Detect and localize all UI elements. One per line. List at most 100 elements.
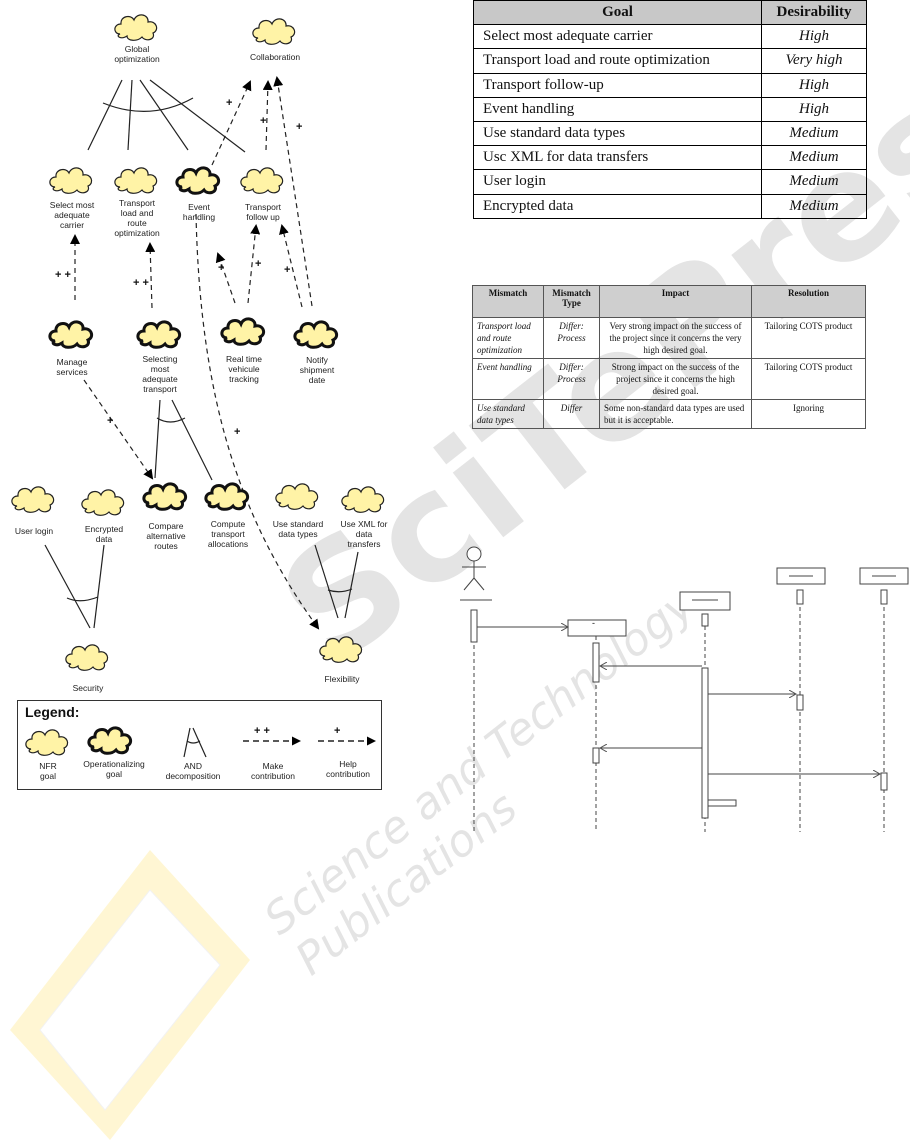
- watermark-emblem: [10, 850, 250, 1140]
- table-row: Event handling Differ: Process Strong im…: [472, 358, 866, 400]
- softgoal-clouds: [11, 14, 385, 671]
- desirability-cell: Medium: [761, 169, 867, 195]
- desirability-cell: High: [761, 72, 867, 98]
- goal-cell: Transport load and route optimization: [473, 48, 762, 74]
- mismatch-type-header: Mismatch Type: [543, 285, 600, 318]
- label-global-optimization: Global optimization: [114, 44, 160, 64]
- goal-desirability-table: Goal Desirability Select most adequate c…: [473, 0, 867, 219]
- goal-cell: Event handling: [473, 96, 762, 122]
- desirability-header: Desirability: [761, 0, 867, 26]
- goal-header: Goal: [473, 0, 762, 26]
- contribution-help-6: +: [284, 264, 291, 276]
- mismatch-cell: Use standard data types: [472, 399, 544, 429]
- desirability-cell: Medium: [761, 120, 867, 147]
- legend-symbols: [25, 726, 376, 758]
- contribution-help-7: +: [107, 415, 114, 427]
- goal-cell: Select most adequate carrier: [473, 24, 762, 50]
- cloud-security: [65, 644, 109, 671]
- legend-title: Legend:: [25, 704, 80, 720]
- label-select-carrier: Select most adequate carrier: [49, 200, 95, 230]
- impact-header: Impact: [599, 285, 752, 318]
- legend-make-sign: + +: [254, 725, 270, 737]
- cloud-realtime-tracking: [220, 317, 266, 346]
- resolution-cell: Ignoring: [751, 399, 866, 429]
- object-box-1: [567, 619, 627, 637]
- cloud-compute-allocations: [204, 482, 250, 511]
- cloud-manage-services: [48, 320, 94, 349]
- label-manage-services: Manage services: [56, 357, 88, 377]
- cloud-select-carrier: [49, 167, 93, 194]
- legend-nfr-icon: [25, 729, 69, 756]
- goal-cell: Transport follow-up: [473, 72, 762, 98]
- contribution-make-1: + +: [55, 269, 71, 281]
- goal-cell: Use standard data types: [473, 120, 762, 147]
- legend-operationalizing-label: Operationalizing goal: [83, 759, 145, 779]
- label-use-xml: Use XML for data transfers: [340, 519, 388, 549]
- mismatch-cell: Transport load and route optimization: [472, 317, 544, 359]
- desirability-cell: High: [761, 24, 867, 50]
- label-collaboration: Collaboration: [249, 52, 301, 62]
- resolution-header: Resolution: [751, 285, 866, 318]
- goal-cell: User login: [473, 169, 762, 195]
- cloud-flexibility: [319, 636, 363, 663]
- legend-make-label: Make contribution: [251, 761, 295, 781]
- cloud-collaboration: [252, 18, 296, 45]
- legend: Legend: + + + NFR goal Operationalizing …: [17, 700, 382, 790]
- resolution-cell: Tailoring COTS product: [751, 358, 866, 400]
- cloud-selecting-transport: [136, 320, 182, 349]
- cloud-user-login: [11, 486, 55, 513]
- cloud-transport-load: [114, 167, 158, 194]
- label-security: Security: [72, 683, 104, 693]
- mismatch-header: Mismatch: [472, 285, 544, 318]
- label-transport-load: Transport load and route optimization: [114, 198, 160, 238]
- cloud-use-standard: [275, 483, 319, 510]
- contribution-help-5: +: [255, 258, 262, 270]
- contribution-help-8: +: [234, 426, 241, 438]
- label-user-login: User login: [14, 526, 54, 536]
- label-notify-shipment: Notify shipment date: [299, 355, 335, 385]
- label-encrypted-data: Encrypted data: [84, 524, 124, 544]
- impact-cell: Strong impact on the success of the proj…: [599, 358, 752, 400]
- legend-help-label: Help contribution: [326, 759, 370, 779]
- label-compare-routes: Compare alternative routes: [146, 521, 186, 551]
- softgoal-graph-edges: [44, 76, 359, 630]
- desirability-cell: Medium: [761, 193, 867, 219]
- mismatch-type-cell: Differ: Process: [543, 358, 600, 400]
- cloud-notify-shipment: [293, 320, 339, 349]
- mismatch-type-cell: Differ: Process: [543, 317, 600, 359]
- desirability-cell: Medium: [761, 145, 867, 171]
- label-use-standard: Use standard data types: [272, 519, 324, 539]
- contribution-help-3: +: [296, 121, 303, 133]
- desirability-cell: Very high: [761, 48, 867, 74]
- lifeline-label: -: [592, 618, 595, 628]
- object-box-2: [679, 591, 731, 611]
- mismatch-table: Mismatch Mismatch Type Impact Resolution…: [472, 285, 866, 429]
- goal-cell: Usc XML for data transfers: [473, 145, 762, 171]
- legend-and-label: AND decomposition: [165, 761, 221, 781]
- label-realtime-tracking: Real time vehicule tracking: [226, 354, 262, 384]
- desirability-cell: High: [761, 96, 867, 122]
- mismatch-cell: Event handling: [472, 358, 544, 400]
- legend-nfr-label: NFR goal: [39, 761, 57, 781]
- resolution-cell: Tailoring COTS product: [751, 317, 866, 359]
- label-selecting-transport: Selecting most adequate transport: [142, 354, 178, 394]
- cloud-encrypted-data: [81, 489, 125, 516]
- cloud-global-optimization: [114, 14, 158, 41]
- label-transport-followup: Transport follow up: [244, 202, 282, 222]
- goal-table-header: Goal Desirability: [473, 0, 867, 26]
- cloud-compare-routes: [142, 482, 188, 511]
- legend-help-sign: +: [334, 725, 341, 737]
- impact-cell: Very strong impact on the success of the…: [599, 317, 752, 359]
- cloud-use-xml: [341, 486, 385, 513]
- goal-cell: Encrypted data: [473, 193, 762, 219]
- cloud-event-handling: [175, 166, 221, 195]
- actor-head: [466, 546, 482, 562]
- contribution-help-4: +: [218, 262, 225, 274]
